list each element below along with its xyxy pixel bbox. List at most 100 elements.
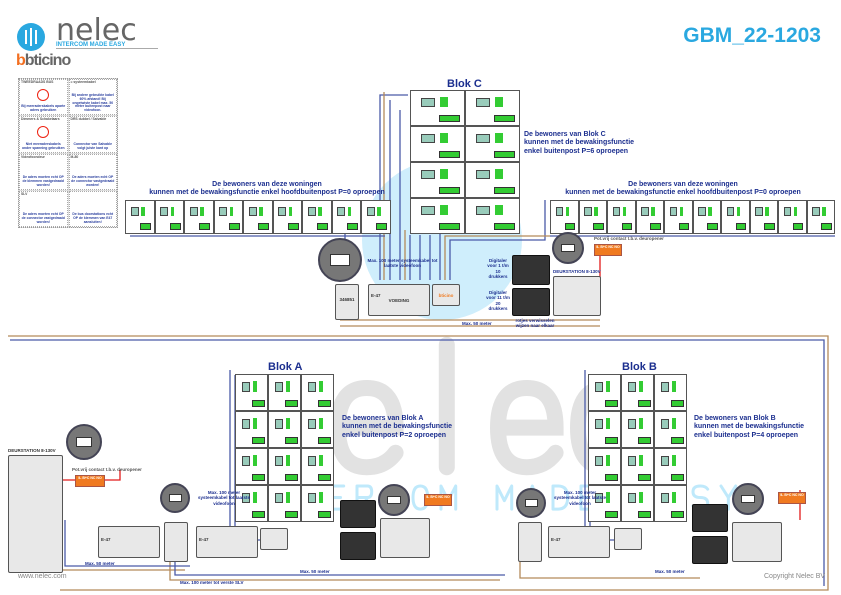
videophone-icon: [130, 207, 139, 217]
terminal-block: [605, 399, 618, 408]
module: [200, 206, 204, 217]
nelec-logo-icon: [17, 23, 45, 51]
digitaler-label-2: Digitaler voor 11 t/m 20 drukkers: [486, 290, 510, 312]
apartment-unit: [607, 200, 636, 234]
videophone-icon: [366, 207, 375, 217]
bus-cable-outer-blue: [10, 339, 825, 586]
videophone-icon: [475, 97, 491, 108]
apartment-unit: [302, 200, 332, 234]
legend-cell: De bus doorstations echt OP de klemmen v…: [68, 190, 117, 227]
digitaler-1: [512, 255, 550, 285]
module: [672, 492, 677, 503]
terminal-block: [638, 436, 651, 445]
website: www.nelec.com: [18, 573, 67, 580]
apartment-unit: [635, 200, 664, 234]
apartment-unit: [588, 374, 621, 411]
terminal-block: [199, 223, 211, 231]
module: [253, 418, 258, 429]
module: [651, 206, 655, 217]
legend-cell-caption: De aders moeten echt OP de connector vas…: [21, 212, 65, 225]
videophone-icon: [160, 207, 169, 217]
apartment-unit: [235, 485, 268, 522]
apartment-unit: [749, 200, 778, 234]
videophone-icon: [783, 207, 792, 217]
bus-distributor: bticino: [432, 284, 460, 306]
block-b-title: Blok B: [622, 361, 657, 373]
videophone-icon: [274, 419, 284, 429]
module: [253, 381, 258, 392]
detail-magnifier: [318, 238, 362, 282]
module: [639, 418, 644, 429]
videophone-icon: [660, 456, 670, 466]
terminal-block: [638, 473, 651, 482]
legend-cell-caption: Connector van Salvable volgt juiste kant…: [73, 141, 112, 150]
module: [170, 206, 175, 217]
module: [606, 492, 611, 503]
terminal-block: [318, 399, 331, 408]
prohibited-icon: [37, 126, 50, 139]
module: [765, 206, 769, 217]
videophone-icon: [241, 456, 251, 466]
apartment-unit: [410, 90, 465, 126]
module: [319, 492, 324, 503]
module: [672, 381, 677, 392]
videophone-icon: [307, 382, 317, 392]
digitaler-2: [692, 536, 728, 564]
terminal-block: [258, 223, 270, 231]
apartment-unit: [588, 411, 621, 448]
terminal-block: [764, 223, 775, 231]
videophone-icon: [219, 207, 228, 217]
videophone-icon: [660, 419, 670, 429]
module: [347, 206, 352, 217]
terminal-block: [346, 223, 358, 231]
apartment-unit: [654, 448, 687, 485]
module: [253, 492, 258, 503]
videophone-icon: [241, 493, 251, 503]
videophone-icon: [337, 207, 346, 217]
module: [672, 418, 677, 429]
apartment-unit: [154, 200, 184, 234]
relay-contact: IL B+C NC NO: [424, 494, 452, 506]
detail-magnifier: [378, 484, 410, 516]
module: [319, 381, 324, 392]
module: [622, 206, 627, 217]
slv-module: [518, 522, 542, 562]
module: [639, 381, 644, 392]
e47-power-supply: E-47: [196, 526, 258, 558]
detail-magnifier: [160, 483, 190, 513]
module: [253, 455, 258, 466]
digitaler-1: [340, 500, 376, 528]
module: [606, 418, 611, 429]
door-station-stack: [8, 455, 63, 573]
legend-cell-title: = systeemkabel: [70, 80, 96, 84]
apartment-unit: [654, 411, 687, 448]
module: [440, 169, 448, 180]
videophone-icon: [278, 207, 287, 217]
module: [565, 206, 570, 217]
terminal-block: [593, 223, 604, 231]
terminal-block: [605, 473, 618, 482]
videophone-icon: [274, 456, 284, 466]
videophone-icon: [594, 456, 604, 466]
module: [286, 455, 291, 466]
swap-note: rotjes verwisselen wijzen naar elkaar: [515, 318, 555, 329]
slv-module: [164, 522, 188, 562]
terminal-block: [285, 510, 298, 519]
terminal-block: [318, 436, 331, 445]
terminal-block: [252, 399, 265, 408]
videophone-icon: [475, 169, 491, 180]
terminal-block: [735, 223, 747, 231]
apartment-unit: [184, 200, 214, 234]
videophone-icon: [660, 493, 670, 503]
apartment-unit: [243, 200, 273, 234]
terminal-block: [821, 223, 832, 231]
legend-cell-caption: Bij andere gebruikte kabel 60% afstand! …: [71, 92, 114, 113]
videophone-icon: [475, 133, 491, 144]
apartment-unit: [621, 485, 654, 522]
apartment-unit: [588, 448, 621, 485]
terminal-block: [564, 223, 576, 231]
apartment-unit: [721, 200, 750, 234]
